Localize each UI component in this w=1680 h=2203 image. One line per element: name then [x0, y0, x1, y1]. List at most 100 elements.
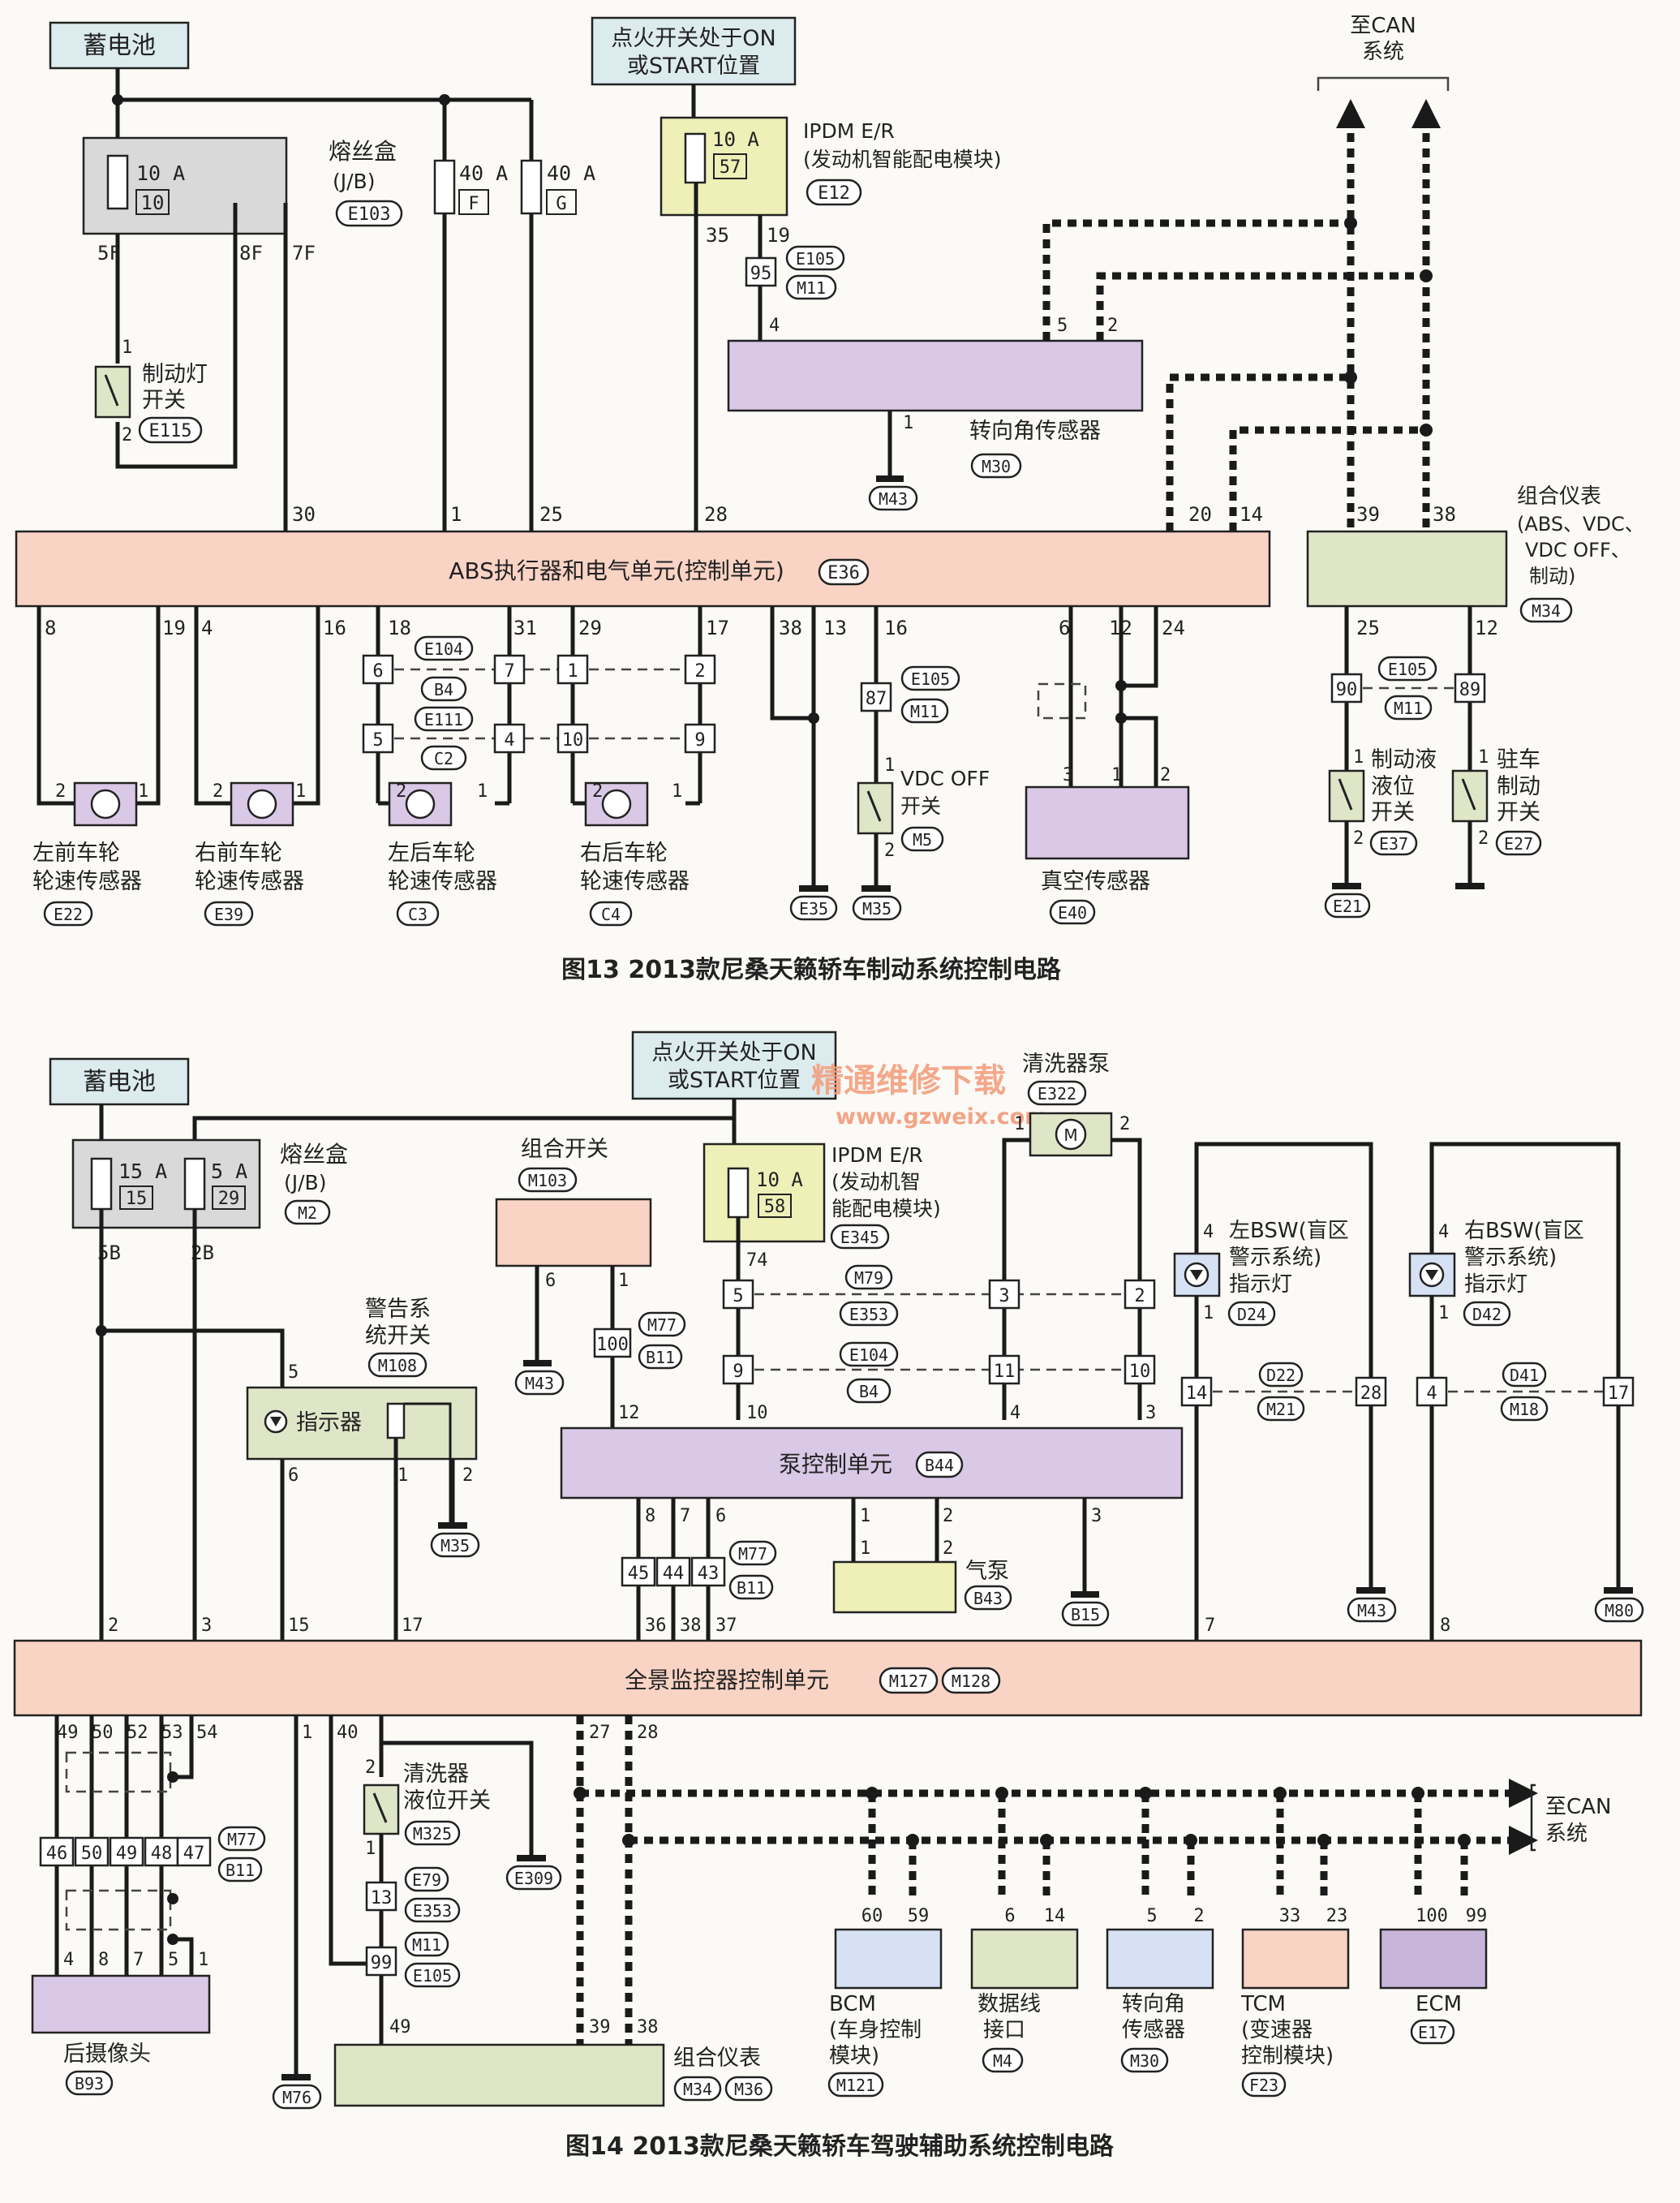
svg-text:4: 4	[1010, 1403, 1020, 1423]
svg-text:8: 8	[98, 1950, 109, 1970]
svg-text:左前车轮: 左前车轮	[32, 841, 120, 866]
figure-14-caption: 图14 2013款尼桑天籁轿车驾驶辅助系统控制电路	[565, 2132, 1115, 2161]
svg-text:接口: 接口	[983, 2018, 1025, 2042]
svg-text:熔丝盒: 熔丝盒	[280, 1141, 348, 1168]
svg-text:D42: D42	[1472, 1305, 1502, 1324]
svg-text:M77: M77	[738, 1544, 767, 1564]
svg-text:28: 28	[704, 503, 728, 526]
ignition-label-box-2	[631, 1031, 837, 1100]
svg-text:13: 13	[823, 617, 847, 639]
svg-text:15: 15	[288, 1616, 310, 1636]
svg-text:1: 1	[477, 781, 488, 802]
svg-text:E36: E36	[827, 563, 860, 583]
svg-text:E309: E309	[514, 1869, 553, 1888]
svg-text:10: 10	[562, 730, 584, 751]
svg-text:40 A: 40 A	[459, 161, 508, 185]
svg-text:6: 6	[288, 1465, 299, 1486]
svg-text:30: 30	[292, 503, 316, 526]
fuse-10a-symbol	[106, 154, 129, 210]
svg-text:38: 38	[1433, 503, 1456, 526]
ipdm-er-module-2	[703, 1142, 826, 1243]
svg-text:M76: M76	[282, 2088, 312, 2107]
svg-text:M18: M18	[1510, 1400, 1539, 1419]
svg-text:10 A: 10 A	[136, 161, 185, 185]
svg-text:43: 43	[698, 1564, 720, 1584]
svg-text:B93: B93	[75, 2074, 104, 2093]
svg-text:8: 8	[1440, 1616, 1450, 1636]
svg-text:G: G	[556, 194, 566, 214]
svg-text:E105: E105	[413, 1966, 452, 1986]
svg-text:M11: M11	[910, 702, 939, 721]
svg-text:制动: 制动	[1497, 774, 1540, 799]
svg-text:10 A: 10 A	[756, 1168, 803, 1191]
svg-text:组合开关: 组合开关	[521, 1137, 608, 1162]
svg-text:40: 40	[337, 1723, 359, 1743]
svg-text:12: 12	[618, 1403, 640, 1423]
data-link-connector	[970, 1928, 1079, 1990]
svg-text:M35: M35	[862, 899, 892, 919]
svg-text:7: 7	[680, 1506, 690, 1526]
svg-text:13: 13	[371, 1888, 393, 1908]
svg-text:系统: 系统	[1545, 1822, 1588, 1846]
svg-text:2: 2	[943, 1506, 953, 1526]
svg-text:E40: E40	[1058, 903, 1087, 923]
svg-text:E105: E105	[911, 669, 950, 689]
ecm-module	[1379, 1928, 1488, 1990]
svg-text:19: 19	[162, 617, 186, 639]
svg-text:25: 25	[1356, 617, 1380, 639]
svg-text:17: 17	[402, 1616, 423, 1636]
svg-text:89: 89	[1459, 680, 1481, 700]
svg-text:M43: M43	[879, 489, 908, 509]
svg-text:M34: M34	[1532, 601, 1561, 621]
svg-text:28: 28	[637, 1723, 659, 1743]
svg-text:2: 2	[1478, 828, 1489, 849]
svg-text:6: 6	[715, 1506, 726, 1526]
fuse-40a-f-symbol	[433, 159, 456, 215]
svg-text:M108: M108	[378, 1356, 417, 1375]
svg-text:3: 3	[999, 1286, 1009, 1306]
svg-text:指示灯: 指示灯	[1229, 1272, 1292, 1297]
svg-text:36: 36	[645, 1616, 667, 1636]
svg-text:M128: M128	[952, 1672, 990, 1691]
vacuum-sensor-label: 真空传感器	[1041, 869, 1150, 894]
svg-text:C2: C2	[434, 749, 453, 768]
svg-text:C4: C4	[601, 905, 621, 924]
svg-text:1: 1	[567, 661, 578, 682]
svg-text:E105: E105	[796, 249, 835, 269]
svg-text:5: 5	[288, 1362, 299, 1383]
svg-text:液位: 液位	[1371, 774, 1415, 799]
svg-text:D22: D22	[1266, 1366, 1295, 1385]
svg-text:B11: B11	[737, 1578, 766, 1598]
svg-text:7F: 7F	[292, 242, 316, 265]
svg-text:制动液: 制动液	[1371, 747, 1437, 772]
svg-text:59: 59	[908, 1906, 930, 1926]
svg-text:9: 9	[733, 1362, 743, 1382]
svg-text:14: 14	[1240, 503, 1263, 526]
svg-text:右后车轮: 右后车轮	[580, 841, 668, 866]
svg-text:后摄像头: 后摄像头	[63, 2042, 151, 2067]
svg-text:100: 100	[596, 1335, 629, 1355]
svg-text:开关: 开关	[142, 388, 186, 413]
svg-text:开关: 开关	[1371, 800, 1415, 825]
svg-text:E35: E35	[799, 899, 828, 919]
svg-text:49: 49	[57, 1723, 79, 1743]
svg-text:35: 35	[706, 224, 729, 247]
svg-text:46: 46	[46, 1844, 68, 1864]
pump-control-unit-label: 泵控制单元	[779, 1451, 892, 1478]
indicator-label: 指示器	[296, 1410, 362, 1435]
svg-text:或START位置: 或START位置	[668, 1068, 801, 1093]
svg-text:8: 8	[645, 1506, 655, 1526]
svg-text:左后车轮: 左后车轮	[388, 841, 475, 866]
svg-text:1: 1	[672, 781, 682, 802]
svg-text:C3: C3	[408, 905, 428, 924]
svg-text:警示系统): 警示系统)	[1464, 1246, 1557, 1270]
svg-text:10: 10	[1129, 1362, 1151, 1382]
svg-text:1: 1	[1111, 765, 1122, 785]
svg-text:1: 1	[397, 1465, 408, 1486]
steering-angle-sensor-label: 转向角传感器	[969, 419, 1101, 444]
svg-text:IPDM E/R: IPDM E/R	[831, 1143, 923, 1167]
svg-text:B43: B43	[973, 1589, 1003, 1608]
to-can-label-line2: 系统	[1362, 40, 1404, 64]
svg-text:2: 2	[1160, 765, 1171, 785]
svg-text:17: 17	[706, 617, 729, 639]
